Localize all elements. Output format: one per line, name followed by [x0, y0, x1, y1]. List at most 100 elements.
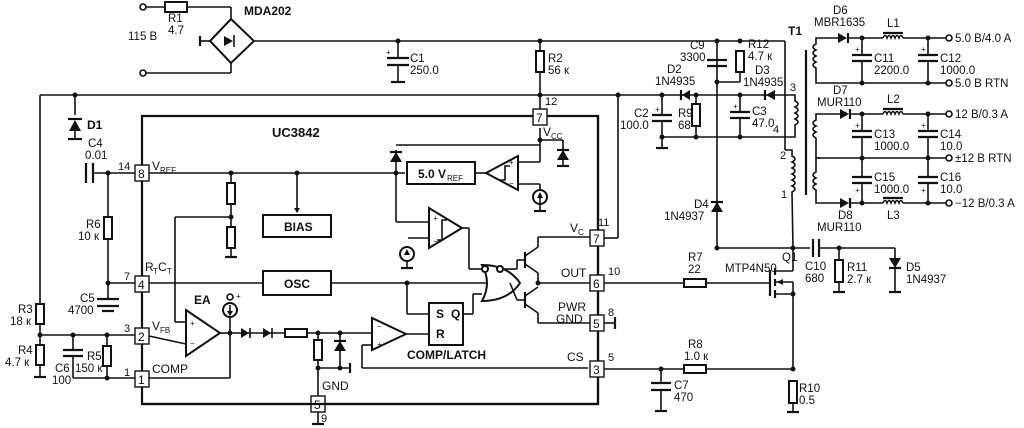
- c4-ref: C4: [88, 138, 103, 150]
- svg-text:L2: L2: [887, 94, 900, 106]
- r1-ref: R1: [168, 13, 183, 25]
- svg-text:5.0 B RTN: 5.0 B RTN: [955, 78, 1008, 90]
- svg-text:MUR110: MUR110: [817, 222, 862, 234]
- d8-diode: [840, 198, 849, 208]
- c4-capacitor: C4 0.01: [84, 138, 135, 183]
- r10-resistor: R10 0.5: [787, 380, 820, 414]
- svg-text:2: 2: [780, 150, 786, 162]
- r3-resistor: R3 18 к: [10, 303, 45, 328]
- svg-text:3300: 3300: [680, 52, 706, 64]
- r2-resistor: R2 56 к: [535, 41, 570, 98]
- c9-capacitor: C9 3300: [680, 40, 727, 68]
- d1-diode: D1: [68, 95, 103, 141]
- zener-icon: [334, 341, 346, 351]
- svg-text:Q1: Q1: [782, 252, 797, 264]
- svg-text:1N4935: 1N4935: [655, 76, 695, 88]
- output-totem-pole: [503, 236, 590, 324]
- r2-ref: R2: [548, 53, 563, 65]
- c1-ref: C1: [410, 53, 425, 65]
- svg-text:CS: CS: [567, 350, 584, 364]
- svg-text:6: 6: [593, 277, 600, 291]
- r11-resistor: R11 2.7 к: [833, 248, 872, 294]
- svg-text:EA: EA: [194, 293, 211, 307]
- svg-text:4: 4: [773, 124, 779, 136]
- svg-text:+: +: [921, 45, 926, 54]
- svg-text:10.0: 10.0: [940, 141, 962, 153]
- diode-icon: [263, 328, 271, 338]
- svg-text:47.0: 47.0: [752, 118, 774, 130]
- pin-vref: 8 14 V REF: [118, 159, 176, 182]
- svg-text:C: C: [158, 260, 167, 274]
- r5-resistor: R5 150 к: [75, 335, 112, 381]
- d2-diode: D2 1N4935: [655, 64, 695, 100]
- svg-text:C6: C6: [55, 363, 70, 375]
- svg-text:D5: D5: [906, 262, 921, 274]
- svg-text:10 к: 10 к: [78, 231, 100, 243]
- svg-text:+: +: [921, 186, 926, 195]
- r2-value: 56 к: [548, 65, 570, 77]
- input-terminal-bottom: [139, 69, 147, 77]
- svg-text:C7: C7: [674, 380, 689, 392]
- output-5v: D6 MBR1635 L1 5.0 B/4.0 A + C11 2200.0 +…: [814, 5, 1012, 90]
- pin-gnd: 5 GND 9: [310, 379, 349, 426]
- svg-text:1000.0: 1000.0: [940, 65, 975, 77]
- svg-text:R11: R11: [847, 262, 867, 274]
- svg-text:R: R: [145, 260, 154, 274]
- primary-winding: [785, 149, 796, 249]
- input-terminal-top: [139, 3, 147, 11]
- d6-diode: [838, 33, 847, 43]
- svg-text:10.0: 10.0: [940, 184, 962, 196]
- svg-text:R8: R8: [688, 339, 703, 351]
- pin-pwr-gnd: 5 8 PWR GND: [556, 300, 617, 332]
- svg-text:GND: GND: [556, 312, 583, 326]
- d3-diode: D3 1N4935: [743, 65, 783, 100]
- svg-text:+: +: [236, 292, 241, 301]
- svg-text:C15: C15: [874, 172, 895, 184]
- svg-text:+: +: [655, 105, 660, 114]
- d5-diode: D5 1N4937: [889, 248, 946, 294]
- c2-capacitor: + C2 100.0: [620, 95, 672, 150]
- svg-text:+: +: [921, 121, 926, 130]
- svg-text:C: C: [578, 228, 584, 237]
- svg-text:C12: C12: [940, 53, 961, 65]
- c4-value: 0.01: [85, 150, 107, 162]
- svg-text:470: 470: [674, 392, 693, 404]
- svg-text:2: 2: [138, 330, 145, 344]
- svg-text:T: T: [167, 267, 172, 276]
- svg-text:C14: C14: [940, 129, 962, 141]
- svg-text:V: V: [543, 125, 551, 139]
- vref-regulator: 5.0 V REF + −: [390, 144, 548, 222]
- r9-resistor: R9 68: [678, 92, 701, 140]
- svg-text:MTP4N50: MTP4N50: [725, 263, 777, 275]
- r1-resistor: [164, 1, 188, 13]
- output-neg12v: + C15 1000.0 + C16 10.0 D8 MUR110 L3 −12…: [817, 158, 1015, 234]
- input-section: R1 4.7 115 B MDA202: [128, 1, 717, 77]
- c7-capacitor: C7 470: [651, 369, 693, 413]
- svg-text:4700: 4700: [68, 305, 94, 317]
- svg-text:0.5: 0.5: [799, 395, 815, 407]
- osc-block: [262, 270, 332, 296]
- svg-text:+: +: [733, 102, 738, 111]
- svg-text:D8: D8: [838, 210, 853, 222]
- svg-text:5.0 B/4.0 A: 5.0 B/4.0 A: [955, 33, 1012, 45]
- l2-inductor: [882, 110, 904, 117]
- svg-text:S: S: [436, 307, 444, 321]
- svg-text:GND: GND: [322, 379, 349, 393]
- svg-text:T: T: [153, 267, 158, 276]
- svg-text:1: 1: [781, 189, 787, 201]
- svg-text:14: 14: [118, 161, 130, 173]
- ic-name: UC3842: [272, 125, 320, 140]
- svg-text:+: +: [509, 158, 514, 167]
- r7-resistor: R7 22: [683, 252, 707, 288]
- diode-icon: [241, 328, 249, 338]
- svg-text:10: 10: [608, 266, 620, 278]
- pin-vcc: 7 12 V CC: [532, 95, 563, 141]
- pin-out: 6 10 OUT: [561, 266, 620, 292]
- svg-text:R7: R7: [688, 252, 703, 264]
- svg-text:1000.0: 1000.0: [874, 184, 909, 196]
- output-12v: D7 MUR110 L2 12 B/0.3 A + C13 1000.0 + C…: [817, 85, 1008, 158]
- svg-text:+: +: [433, 214, 438, 223]
- svg-text:3: 3: [593, 363, 600, 377]
- q1-mosfet: Q1 MTP4N50: [725, 248, 797, 369]
